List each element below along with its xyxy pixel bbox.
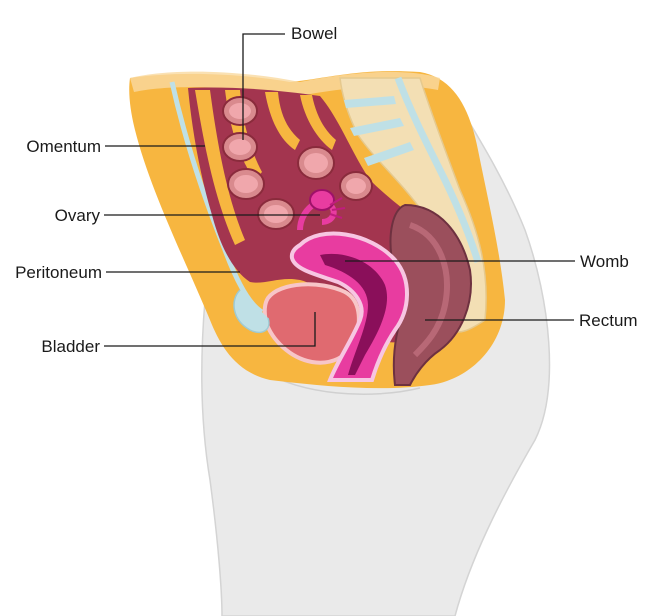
label-ovary: Ovary	[55, 206, 101, 225]
label-bowel: Bowel	[291, 24, 337, 43]
bowel-lumen	[229, 103, 366, 223]
ovary	[309, 189, 335, 211]
womb	[289, 231, 409, 382]
fimbriae	[329, 197, 346, 219]
leader-bladder	[104, 312, 316, 347]
rectum-fold	[408, 222, 450, 358]
spinal-discs	[344, 96, 414, 166]
label-rectum: Rectum	[579, 311, 638, 330]
label-omentum: Omentum	[26, 137, 101, 156]
label-womb: Womb	[580, 252, 629, 271]
label-bladder: Bladder	[41, 337, 100, 356]
spinal-cord	[394, 76, 482, 264]
leader-lines	[104, 33, 575, 347]
womb-cavity	[320, 253, 388, 375]
leader-bowel	[242, 33, 285, 140]
label-peritoneum: Peritoneum	[15, 263, 102, 282]
bladder-wall	[233, 289, 270, 334]
